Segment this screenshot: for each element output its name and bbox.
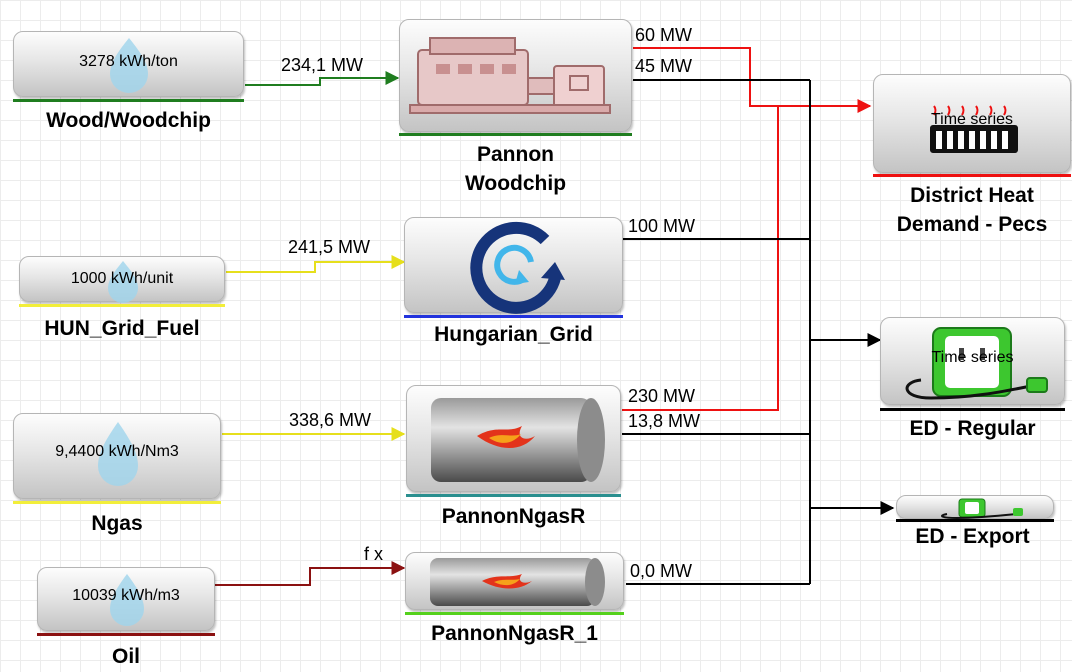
- demand-regular-underline: [880, 408, 1065, 411]
- unit-grid-underline: [404, 315, 623, 318]
- demand-export-box[interactable]: [896, 495, 1054, 519]
- engine-generator-icon: [400, 20, 633, 133]
- source-ngas-underline: [13, 501, 221, 504]
- power-socket-icon: [897, 496, 1055, 520]
- demand-district-heat-underline: [873, 174, 1071, 177]
- flow-woodchip-heat: 60 MW: [635, 25, 692, 46]
- unit-ngasr-underline: [406, 494, 621, 497]
- source-wood-box[interactable]: 3278 kWh/ton: [13, 31, 244, 97]
- unit-ngasr1-box[interactable]: [405, 552, 624, 610]
- unit-ngasr-box[interactable]: [406, 385, 621, 492]
- wire-oil-to-ngasr1: [215, 568, 404, 585]
- unit-ngasr-label: PannonNgasR: [406, 502, 621, 531]
- source-wood-value: 3278 kWh/ton: [14, 53, 243, 71]
- unit-woodchip-label: Pannon Woodchip: [429, 140, 602, 198]
- demand-district-heat-box[interactable]: Time series: [873, 74, 1071, 173]
- flow-ngas-in: 338,6 MW: [289, 410, 371, 431]
- flow-grid-in: 241,5 MW: [288, 237, 370, 258]
- refresh-cycle-icon: [405, 218, 624, 314]
- source-ngas-box[interactable]: 9,4400 kWh/Nm3: [13, 413, 221, 499]
- flow-wood-in: 234,1 MW: [281, 55, 363, 76]
- flow-woodchip-el: 45 MW: [635, 56, 692, 77]
- unit-grid-label: Hungarian_Grid: [404, 320, 623, 349]
- unit-woodchip-underline: [399, 133, 632, 136]
- demand-regular-value: Time series: [881, 349, 1064, 367]
- source-oil-label: Oil: [37, 642, 215, 671]
- source-wood-label: Wood/Woodchip: [13, 106, 244, 135]
- source-grid-fuel-underline: [19, 304, 225, 307]
- source-ngas-label: Ngas: [13, 509, 221, 538]
- flame-boiler-icon: [407, 386, 622, 493]
- flame-boiler-icon: [406, 553, 625, 611]
- source-oil-underline: [37, 633, 215, 636]
- unit-ngasr1-underline: [405, 612, 624, 615]
- demand-export-label: ED - Export: [880, 522, 1065, 551]
- unit-grid-box[interactable]: [404, 217, 623, 313]
- demand-district-heat-value: Time series: [874, 111, 1070, 129]
- flow-ngasr-el: 13,8 MW: [628, 411, 700, 432]
- wire-ngasr-heat: [622, 106, 778, 410]
- source-grid-fuel-label: HUN_Grid_Fuel: [19, 314, 225, 343]
- unit-ngasr1-label: PannonNgasR_1: [405, 619, 624, 648]
- source-wood-underline: [13, 99, 244, 102]
- demand-district-heat-label: District Heat Demand - Pecs: [888, 181, 1056, 239]
- demand-regular-box[interactable]: Time series: [880, 317, 1065, 405]
- source-grid-fuel-value: 1000 kWh/unit: [20, 270, 224, 288]
- flow-oil-in: f x: [364, 544, 383, 565]
- wire-grid-fuel-to-grid: [226, 262, 404, 272]
- flow-ngasr-heat: 230 MW: [628, 386, 695, 407]
- wire-wood-to-woodchip: [245, 78, 398, 85]
- source-ngas-value: 9,4400 kWh/Nm3: [14, 443, 220, 461]
- source-grid-fuel-box[interactable]: 1000 kWh/unit: [19, 256, 225, 302]
- flow-grid-el: 100 MW: [628, 216, 695, 237]
- source-oil-value: 10039 kWh/m3: [38, 587, 214, 605]
- flow-ngasr1-el: 0,0 MW: [630, 561, 692, 582]
- unit-woodchip-box[interactable]: [399, 19, 632, 132]
- demand-regular-label: ED - Regular: [880, 414, 1065, 443]
- source-oil-box[interactable]: 10039 kWh/m3: [37, 567, 215, 631]
